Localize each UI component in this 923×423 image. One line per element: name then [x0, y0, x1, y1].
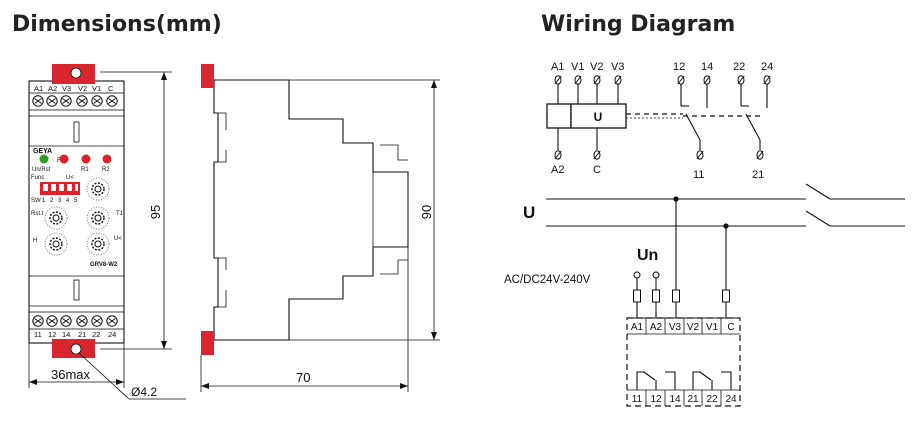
unit-label: U	[594, 110, 603, 124]
front-term-12: 12	[48, 330, 56, 339]
wire-label-a1: A1	[551, 61, 564, 73]
r1-led	[81, 154, 91, 164]
front-term-24: 24	[108, 330, 116, 339]
front-term-a2: A2	[48, 84, 57, 93]
knob-label-h: H	[33, 238, 37, 244]
led-label-r2: R2	[102, 167, 110, 173]
block-label-24: 24	[725, 394, 737, 405]
front-term-11: 11	[34, 330, 42, 339]
wire-label-v3: V3	[611, 61, 624, 73]
wire-label-v1: V1	[571, 61, 584, 73]
led-label-r1: R1	[81, 167, 89, 173]
fault-led	[59, 154, 69, 164]
block-label-a2: A2	[650, 322, 663, 333]
front-width-dim: 36max	[51, 367, 91, 382]
block-label-v1: V1	[706, 322, 719, 333]
front-term-c: C	[108, 84, 114, 93]
r2-led	[102, 154, 112, 164]
sw-label: SW	[31, 198, 41, 204]
front-view: A1 A2 V3 V2 V1 C GEYA Un/Rst F R1 R2 Fun…	[28, 64, 186, 400]
wire-label-c: C	[593, 164, 601, 176]
wire-label-21: 21	[752, 169, 764, 181]
wire-label-a2: A2	[551, 164, 564, 176]
front-term-v1: V1	[92, 84, 101, 93]
side-height-dim: 90	[419, 205, 434, 219]
un-label: Un	[637, 247, 658, 264]
front-term-v3: V3	[62, 84, 71, 93]
block-label-12: 12	[650, 394, 662, 405]
sw-num-4: 4	[66, 198, 70, 204]
supply-label: AC/DC24V-240V	[504, 274, 591, 286]
wire-label-11: 11	[693, 169, 704, 181]
sw-num-1: 1	[42, 198, 46, 204]
front-term-14: 14	[62, 330, 70, 339]
t1-knob[interactable]	[86, 206, 110, 230]
u-low-knob[interactable]	[86, 232, 110, 256]
side-depth-dim: 70	[296, 370, 310, 385]
brand-logo: GEYA	[33, 148, 52, 155]
model-label: GRV8-W2	[90, 262, 118, 268]
terminal-block	[626, 317, 741, 407]
u-knob[interactable]	[86, 177, 110, 201]
sw-num-3: 3	[58, 198, 62, 204]
block-label-v2: V2	[687, 322, 700, 333]
front-term-21: 21	[78, 330, 86, 339]
side-top-clip	[201, 64, 214, 88]
front-term-22: 22	[92, 330, 100, 339]
block-label-11: 11	[632, 394, 643, 405]
block-label-21: 21	[687, 394, 699, 405]
side-bottom-clip	[201, 331, 214, 355]
front-height-dim: 95	[148, 205, 163, 219]
wire-label-14: 14	[701, 61, 713, 73]
hole-dim: Ø4.2	[131, 385, 157, 399]
block-label-22: 22	[706, 394, 718, 405]
block-label-c: C	[727, 322, 734, 333]
front-term-a1: A1	[34, 84, 43, 93]
knob-label-t1: T1	[116, 211, 124, 217]
led-label-unrst: Un/Rst	[32, 167, 51, 173]
u-label: U<	[66, 175, 74, 181]
monitor-box	[570, 103, 627, 129]
wiring-diagram: A1 V1 V2 V3 12 14 22 24 U	[504, 61, 905, 407]
led-label-f: F	[57, 158, 61, 164]
wire-label-22: 22	[733, 61, 745, 73]
wire-label-v2: V2	[590, 61, 603, 73]
front-term-v2: V2	[78, 84, 87, 93]
knob-label-rst: Rst.t	[31, 211, 44, 217]
power-led	[39, 154, 49, 164]
wiring-title: Wiring Diagram	[541, 12, 735, 37]
coil-box	[546, 103, 572, 129]
block-label-v3: V3	[669, 322, 682, 333]
bus-label: U	[523, 203, 535, 222]
rst-knob[interactable]	[44, 206, 68, 230]
sw-num-5: 5	[74, 198, 78, 204]
dimensions-title: Dimensions(mm)	[12, 12, 222, 37]
wire-label-12: 12	[673, 61, 685, 73]
sw-num-2: 2	[50, 198, 54, 204]
knob-label-u: U<	[114, 236, 122, 242]
block-label-14: 14	[669, 394, 681, 405]
block-label-a1: A1	[631, 322, 644, 333]
h-knob[interactable]	[44, 232, 68, 256]
side-view: 90 70	[200, 64, 440, 392]
func-label: Func	[31, 175, 44, 181]
wire-label-24: 24	[761, 61, 773, 73]
